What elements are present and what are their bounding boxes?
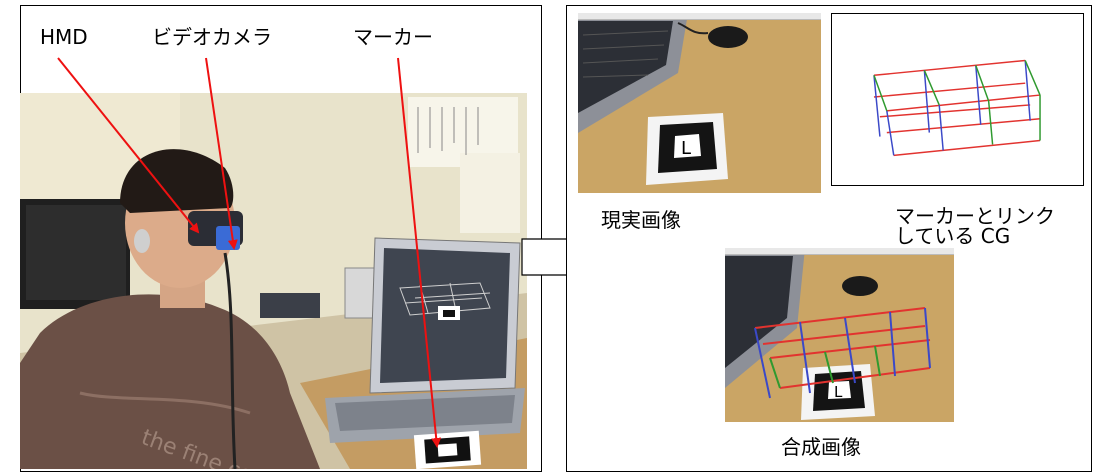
linked-cg-caption-line1: マーカーとリンク xyxy=(895,204,1055,228)
composite-marker-letter: L xyxy=(834,383,843,401)
linked-cg-caption-line2: している CG xyxy=(895,224,1011,248)
real-marker-letter: L xyxy=(681,138,691,159)
video-camera-label: ビデオカメラ xyxy=(152,25,272,49)
hmd-label: HMD xyxy=(40,25,88,49)
user-with-hmd-photo: the fine co xyxy=(20,93,527,469)
real-image-caption: 現実画像 xyxy=(601,208,681,232)
composite-image-window: L xyxy=(725,248,954,422)
composite-image-caption: 合成画像 xyxy=(781,435,861,459)
marker-label: マーカー xyxy=(353,25,433,49)
window-titlebar xyxy=(725,248,954,255)
cg-window xyxy=(831,13,1084,186)
real-image-window: L xyxy=(578,13,821,193)
window-titlebar xyxy=(578,13,821,20)
